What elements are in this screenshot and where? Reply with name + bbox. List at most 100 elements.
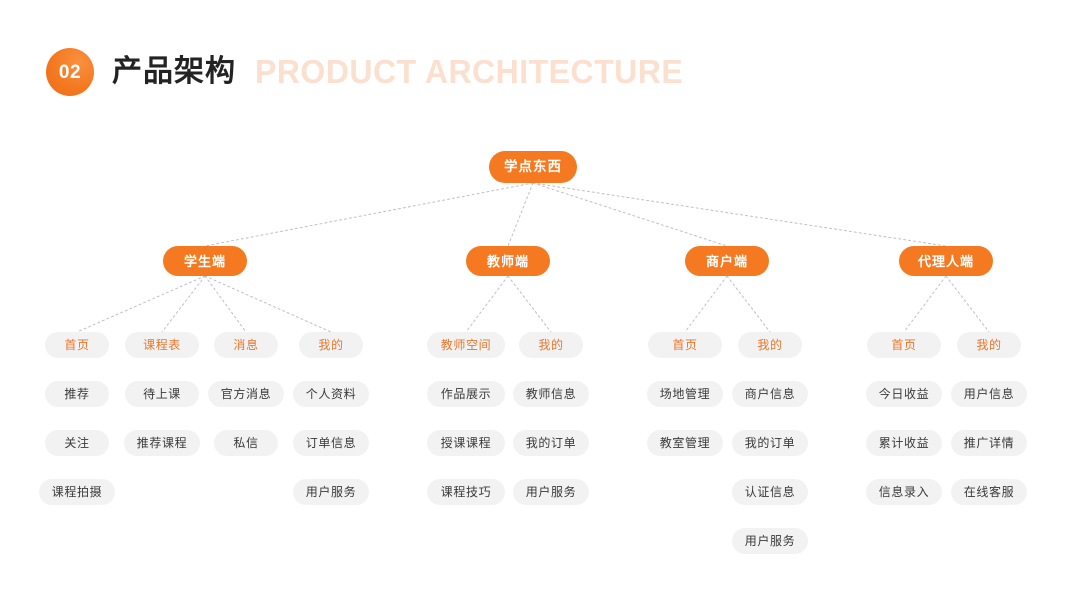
leaf-node[interactable]: 今日收益 xyxy=(866,381,942,407)
node-label: 累计收益 xyxy=(878,436,930,450)
branch-node-2[interactable]: 教师端 xyxy=(466,246,550,276)
node-label: 推荐课程 xyxy=(136,436,188,450)
node-label: 用户服务 xyxy=(525,485,577,499)
node-label: 在线客服 xyxy=(963,485,1015,499)
leaf-node[interactable]: 订单信息 xyxy=(293,430,369,456)
column-header-node[interactable]: 首页 xyxy=(45,332,109,358)
leaf-node[interactable]: 待上课 xyxy=(125,381,199,407)
connector-branch-to-column xyxy=(726,275,771,333)
connector-root-to-branch xyxy=(532,182,947,247)
node-label: 首页 xyxy=(891,338,917,352)
connector-branch-to-column xyxy=(204,275,332,333)
leaf-node[interactable]: 推荐 xyxy=(45,381,109,407)
node-label: 订单信息 xyxy=(305,436,357,450)
connector-root-to-branch xyxy=(532,182,728,247)
connector-branch-to-column xyxy=(161,275,206,333)
leaf-node[interactable]: 我的订单 xyxy=(513,430,589,456)
node-label: 用户服务 xyxy=(305,485,357,499)
page-header: 02 产品架构 PRODUCT ARCHITECTURE xyxy=(0,0,1067,120)
leaf-node[interactable]: 我的订单 xyxy=(732,430,808,456)
node-label: 用户信息 xyxy=(963,387,1015,401)
node-label: 学生端 xyxy=(183,253,226,269)
leaf-node[interactable]: 个人资料 xyxy=(293,381,369,407)
node-label: 私信 xyxy=(233,436,259,450)
leaf-node[interactable]: 作品展示 xyxy=(427,381,505,407)
column-header-node[interactable]: 课程表 xyxy=(125,332,199,358)
node-label: 学点东西 xyxy=(504,159,562,175)
leaf-node[interactable]: 推荐课程 xyxy=(124,430,200,456)
node-label: 授课课程 xyxy=(440,436,492,450)
connector-branch-to-column xyxy=(684,275,728,333)
leaf-node[interactable]: 用户服务 xyxy=(732,528,808,554)
leaf-node[interactable]: 关注 xyxy=(45,430,109,456)
node-label: 待上课 xyxy=(143,387,181,401)
connector-root-to-branch xyxy=(204,182,534,247)
node-label: 首页 xyxy=(672,338,698,352)
leaf-node[interactable]: 在线客服 xyxy=(951,479,1027,505)
node-label: 课程拍摄 xyxy=(51,485,103,499)
node-label: 推荐 xyxy=(64,387,90,401)
leaf-node[interactable]: 授课课程 xyxy=(427,430,505,456)
column-header-node[interactable]: 我的 xyxy=(738,332,802,358)
branch-node-1[interactable]: 学生端 xyxy=(163,246,247,276)
node-label: 课程表 xyxy=(143,338,181,352)
leaf-node[interactable]: 课程拍摄 xyxy=(39,479,115,505)
connector-branch-to-column xyxy=(76,275,206,333)
connector-branch-to-column xyxy=(507,275,552,333)
column-header-node[interactable]: 我的 xyxy=(957,332,1021,358)
node-label: 信息录入 xyxy=(878,485,930,499)
leaf-node[interactable]: 用户信息 xyxy=(951,381,1027,407)
leaf-node[interactable]: 认证信息 xyxy=(732,479,808,505)
leaf-node[interactable]: 商户信息 xyxy=(732,381,808,407)
column-header-node[interactable]: 我的 xyxy=(519,332,583,358)
step-number-label: 02 xyxy=(58,61,82,83)
leaf-node[interactable]: 场地管理 xyxy=(647,381,723,407)
branch-node-3[interactable]: 商户端 xyxy=(685,246,769,276)
branch-node-4[interactable]: 代理人端 xyxy=(899,246,993,276)
page-title-en: PRODUCT ARCHITECTURE xyxy=(255,53,684,90)
connector-branch-to-column xyxy=(465,275,509,333)
leaf-node[interactable]: 用户服务 xyxy=(293,479,369,505)
leaf-node[interactable]: 教室管理 xyxy=(647,430,723,456)
node-label: 代理人端 xyxy=(917,253,974,269)
column-header-node[interactable]: 首页 xyxy=(867,332,941,358)
node-label: 我的 xyxy=(976,338,1002,352)
leaf-node[interactable]: 信息录入 xyxy=(866,479,942,505)
column-header-node[interactable]: 我的 xyxy=(299,332,363,358)
page-title-cn: 产品架构 xyxy=(112,55,236,88)
node-label: 关注 xyxy=(64,436,90,450)
node-label: 今日收益 xyxy=(878,387,930,401)
node-label: 我的 xyxy=(318,338,344,352)
connector-branch-to-column xyxy=(945,275,990,333)
node-label: 商户端 xyxy=(705,253,748,269)
node-label: 作品展示 xyxy=(440,387,492,401)
leaf-node[interactable]: 私信 xyxy=(214,430,278,456)
root-node[interactable]: 学点东西 xyxy=(489,151,577,183)
node-label: 推广详情 xyxy=(963,436,1015,450)
node-label: 商户信息 xyxy=(744,387,796,401)
node-label: 教师空间 xyxy=(440,338,492,352)
node-label: 用户服务 xyxy=(744,534,796,548)
node-label: 我的 xyxy=(757,338,783,352)
node-label: 教师信息 xyxy=(525,387,577,401)
column-header-node[interactable]: 首页 xyxy=(648,332,722,358)
leaf-node[interactable]: 用户服务 xyxy=(513,479,589,505)
column-header-node[interactable]: 消息 xyxy=(214,332,278,358)
leaf-node[interactable]: 教师信息 xyxy=(513,381,589,407)
node-label: 我的 xyxy=(538,338,564,352)
connector-branch-to-column xyxy=(903,275,947,333)
node-label: 我的订单 xyxy=(525,436,577,450)
node-label: 消息 xyxy=(233,338,259,352)
column-header-node[interactable]: 教师空间 xyxy=(427,332,505,358)
node-label: 教师端 xyxy=(486,253,529,269)
leaf-node[interactable]: 课程技巧 xyxy=(427,479,505,505)
leaf-node[interactable]: 官方消息 xyxy=(208,381,284,407)
leaf-node[interactable]: 推广详情 xyxy=(951,430,1027,456)
step-number-badge: 02 xyxy=(46,48,94,96)
leaf-node[interactable]: 累计收益 xyxy=(866,430,942,456)
node-label: 我的订单 xyxy=(744,436,796,450)
node-label: 教室管理 xyxy=(659,436,711,450)
node-label: 官方消息 xyxy=(220,387,272,401)
